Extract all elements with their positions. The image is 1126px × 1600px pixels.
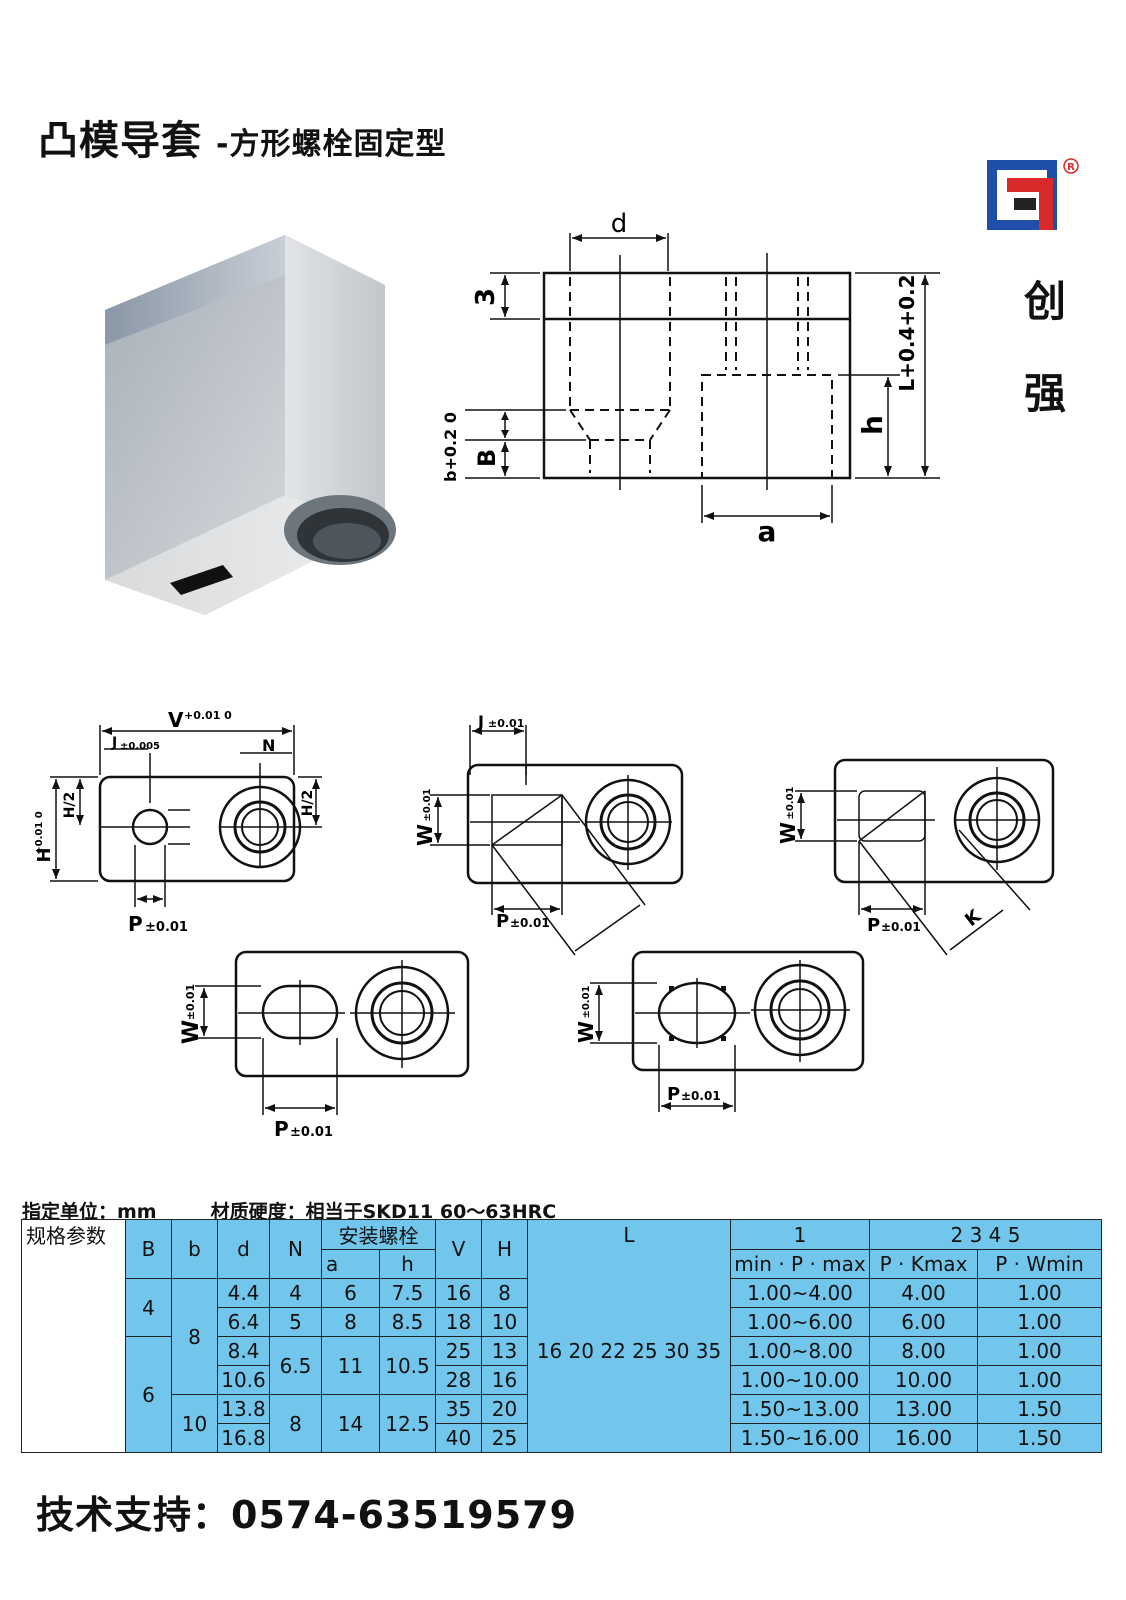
plan-view-square-hole-k: W ±0.01 P ±0.01 K xyxy=(776,758,1055,956)
label-P-tol: ±0.01 xyxy=(145,920,188,935)
th-bolt: 安装螺栓 xyxy=(321,1219,436,1250)
unit-spec: 指定单位：mm xyxy=(22,1201,157,1223)
label-W3: W xyxy=(776,822,800,844)
label-d: d xyxy=(611,209,628,239)
cross-section-drawing: d 3 L+0.4+0.2 h a b+0.2 0 B xyxy=(441,209,940,548)
svg-text:R: R xyxy=(1067,162,1075,173)
th-L: L xyxy=(527,1219,731,1250)
table-row: 10.6 28 16 1.00~10.00 10.00 1.00 xyxy=(22,1365,1103,1395)
tech-support-phone: 技术支持：0574-63519579 xyxy=(36,1493,578,1537)
label-N: N xyxy=(262,736,275,755)
label-P5-tol: ±0.01 xyxy=(681,1089,721,1103)
table-row: 6.4 5 8 8.5 18 10 1.00~6.00 6.00 1.00 xyxy=(22,1307,1103,1337)
brand-name-bottom: 强 xyxy=(1024,369,1067,418)
label-P5: P xyxy=(667,1084,680,1105)
table-header-row-1: 规格参数 B b d N 安装螺栓 V H L 1 2 3 4 5 xyxy=(21,1219,1103,1279)
th-H: H xyxy=(481,1219,528,1279)
label-P4: P xyxy=(274,1117,289,1141)
table-corner: 规格参数 xyxy=(21,1219,126,1250)
th-group-2345: 2 3 4 5 xyxy=(868,1219,1103,1250)
table-row: 6 8.4 6.5 11 10.5 25 13 1.00~8.00 8.00 1… xyxy=(22,1336,1103,1453)
label-J2: J xyxy=(477,712,484,731)
label-P2: P xyxy=(496,911,509,932)
plan-view-oval-hole: W ±0.01 P ±0.01 xyxy=(179,950,470,1141)
label-H-half-left: H/2 xyxy=(62,792,78,819)
label-W2-tol: ±0.01 xyxy=(422,788,433,821)
label-J2-tol: ±0.01 xyxy=(488,717,524,730)
spec-table: 规格参数 B b d N 安装螺栓 V H L 1 2 3 4 5 a h 16… xyxy=(21,1219,1103,1453)
spec-line: 指定单位：mm 材质硬度：相当于SKD11 60～63HRC xyxy=(22,1197,556,1224)
label-3: 3 xyxy=(471,288,501,306)
th-b: b xyxy=(171,1219,218,1279)
label-P3: P xyxy=(867,915,880,936)
th-d: d xyxy=(217,1219,270,1279)
label-P3-tol: ±0.01 xyxy=(881,920,921,934)
label-B: B xyxy=(473,449,501,467)
th-group-1: 1 xyxy=(730,1219,870,1250)
label-W4: W xyxy=(179,1020,204,1044)
th-N: N xyxy=(269,1219,322,1279)
plan-view-keyed-hole: W ±0.01 P ±0.01 xyxy=(574,950,865,1112)
th-B: B xyxy=(125,1219,172,1279)
brand-logo-icon: R xyxy=(987,158,1079,230)
th-h: h xyxy=(379,1249,436,1279)
page-title: 凸模导套 -方形螺栓固定型 xyxy=(38,108,446,166)
label-K: K xyxy=(961,905,986,931)
label-W2: W xyxy=(413,824,437,846)
product-title: 凸模导套 xyxy=(38,118,202,164)
label-b-tol: b+0.2 0 xyxy=(441,412,460,482)
label-L-tol: L+0.4+0.2 xyxy=(895,274,919,391)
material-spec: 材质硬度：相当于SKD11 60～63HRC xyxy=(210,1201,557,1223)
label-h: h xyxy=(856,415,889,435)
th-wmin: P · Wmin xyxy=(976,1249,1103,1279)
label-V: V xyxy=(168,708,184,732)
label-J: J xyxy=(111,735,117,751)
label-H: H xyxy=(34,847,55,862)
plan-view-square-hole-diagonal: J ±0.01 W ±0.01 P ±0.01 xyxy=(413,712,684,956)
cell-L: 16 20 22 25 30 35 xyxy=(527,1249,731,1453)
product-3d-render xyxy=(105,235,396,615)
label-W5-tol: ±0.01 xyxy=(581,985,592,1018)
table-row: 4 8 4.4 4 6 7.5 16 8 1.00~4.00 4.00 1.00 xyxy=(22,1278,1103,1395)
th-minmax: min · P · max xyxy=(730,1249,870,1279)
label-V-tol: +0.01 0 xyxy=(184,709,232,722)
label-W4-tol: ±0.01 xyxy=(184,984,197,1020)
th-kmax: P · Kmax xyxy=(869,1249,978,1279)
label-H-half-right: H/2 xyxy=(300,790,316,817)
label-H-tol: +0.01 0 xyxy=(34,811,45,855)
th-V: V xyxy=(435,1219,482,1279)
label-P2-tol: ±0.01 xyxy=(510,916,550,930)
label-P4-tol: ±0.01 xyxy=(290,1125,333,1140)
table-row: 10 13.8 8 14 12.5 35 20 1.50~13.00 13.00… xyxy=(22,1394,1103,1453)
product-subtitle: -方形螺栓固定型 xyxy=(216,127,447,162)
table-row: 16.8 40 25 1.50~16.00 16.00 1.50 xyxy=(22,1423,1103,1453)
table-header-row-2: a h 16 20 22 25 30 35 min · P · max P · … xyxy=(21,1249,1103,1453)
label-P: P xyxy=(128,912,143,936)
th-a: a xyxy=(321,1249,380,1279)
brand-name-top: 创 xyxy=(1024,277,1067,326)
plan-view-round-hole: V +0.01 0 J ±0.005 N H/2 H/2 H +0.01 0 P… xyxy=(34,708,322,936)
label-J-tol: ±0.005 xyxy=(120,741,160,752)
label-W5: W xyxy=(574,1021,598,1043)
label-a: a xyxy=(758,515,777,548)
label-W3-tol: ±0.01 xyxy=(785,786,796,819)
